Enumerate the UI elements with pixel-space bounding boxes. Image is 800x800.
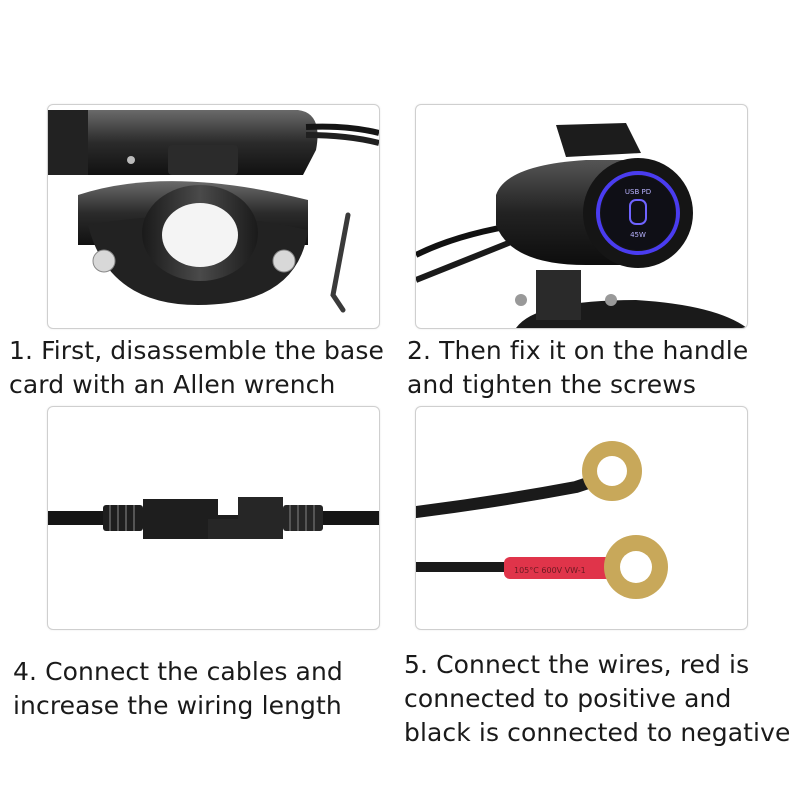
step-4-line-2: increase the wiring length [13, 691, 342, 720]
step-5-caption: 5. Connect the wires, red is connected t… [404, 648, 790, 750]
step-2-line-2: and tighten the screws [407, 370, 696, 399]
step-5-line-1: 5. Connect the wires, red is [404, 650, 750, 679]
wire-print-text: 105°C 600V VW-1 [514, 566, 586, 575]
sae-connector-illustration [48, 497, 379, 539]
step-1-caption: 1. First, disassemble the base card with… [9, 334, 384, 402]
step-4-line-1: 4. Connect the cables and [13, 657, 343, 686]
ring-terminal-wires-illustration: 105°C 600V VW-1 [416, 441, 668, 599]
step-2-caption: 2. Then fix it on the handle and tighten… [407, 334, 748, 402]
step-1-line-2: card with an Allen wrench [9, 370, 336, 399]
step-2-image: USB PD 45W [415, 104, 748, 329]
step-2-line-1: 2. Then fix it on the handle [407, 336, 749, 365]
step-1-image [47, 104, 380, 329]
wattage-label: 45W [630, 231, 646, 239]
step-4-caption: 4. Connect the cables and increase the w… [13, 655, 343, 723]
step-5-line-3: black is connected to negative [404, 718, 791, 747]
step-5-line-2: connected to positive and [404, 684, 732, 713]
clamp-and-wrench-illustration [48, 110, 379, 313]
step-5-image: 105°C 600V VW-1 [415, 406, 748, 630]
mounted-usb-charger-illustration: USB PD 45W [416, 123, 747, 328]
step-1-line-1: 1. First, disassemble the base [9, 336, 384, 365]
step-4-image [47, 406, 380, 630]
usb-pd-label: USB PD [625, 188, 651, 196]
